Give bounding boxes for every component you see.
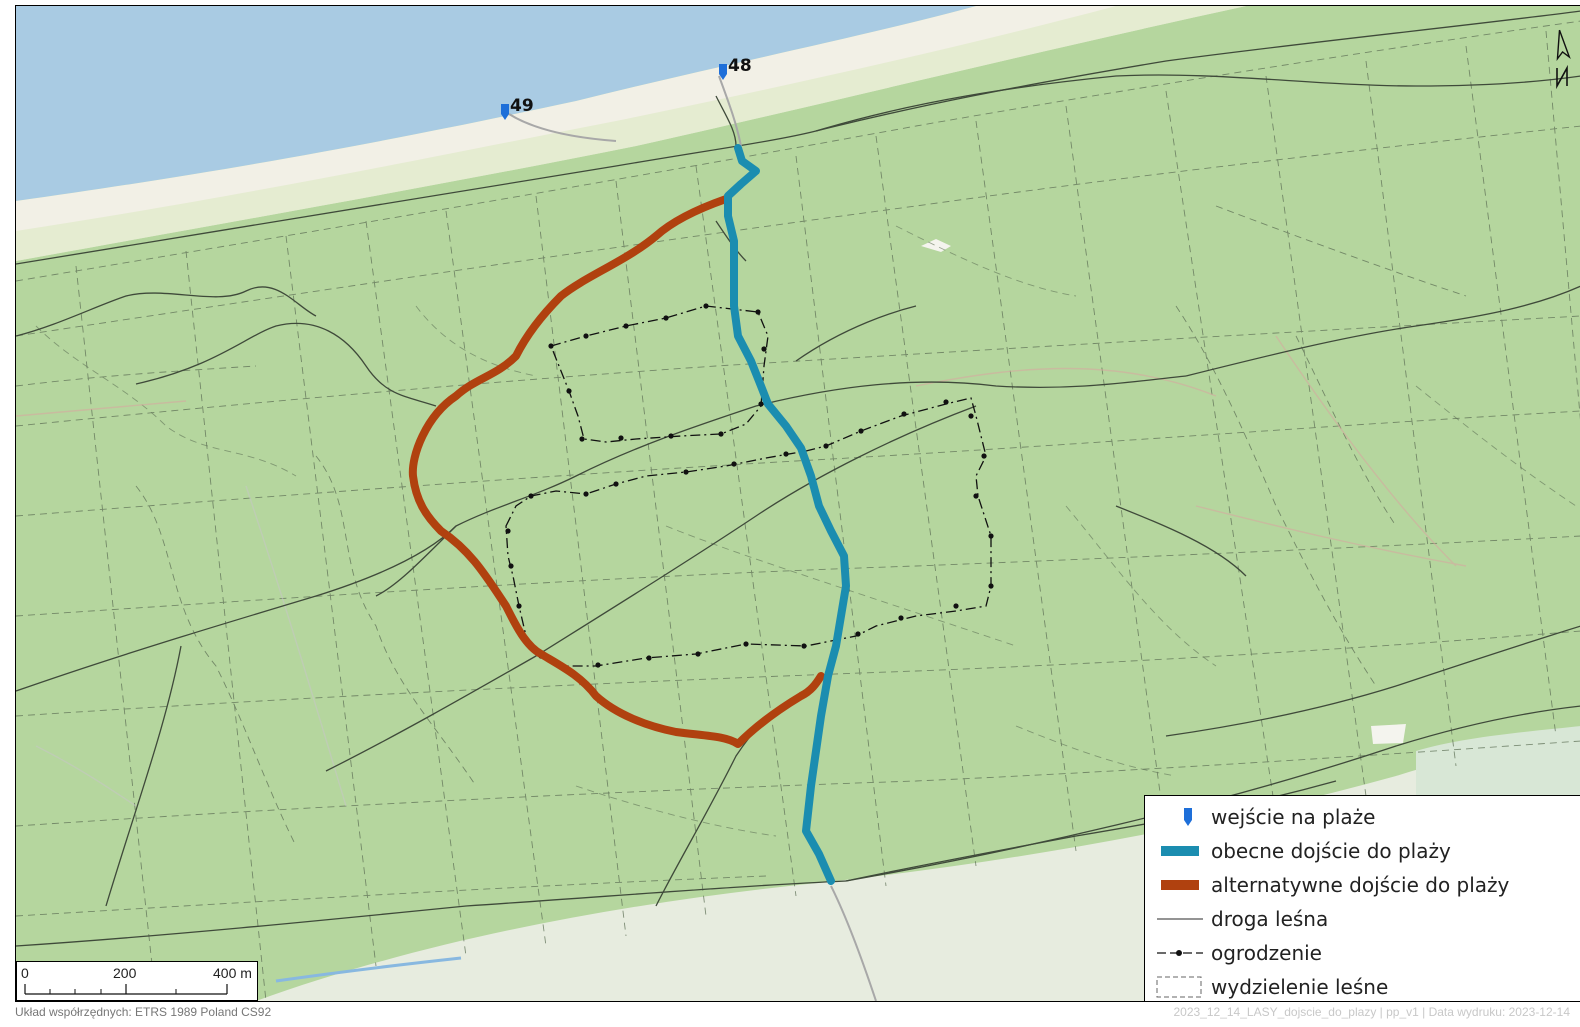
beach-entrance-marker-49[interactable]: [501, 104, 509, 120]
marker-icon: [501, 104, 509, 120]
water-canal: [275, 956, 462, 983]
scale-ruler: [24, 984, 228, 995]
sea-area: [16, 6, 976, 201]
current-beach-path: [724, 144, 850, 885]
forest-division-curves: [35, 225, 1577, 837]
legend-label: wejście na plaże: [1211, 805, 1376, 829]
scale-label-400: 400 m: [213, 965, 252, 981]
forest-division-box-icon: [1156, 976, 1202, 998]
legend-item-forest-division: wydzielenie leśne: [1155, 970, 1580, 1001]
legend-label: droga leśna: [1211, 907, 1329, 931]
marker-icon: [1184, 808, 1192, 826]
marker-icon: [719, 64, 727, 80]
alternative-path-line-icon: [1161, 880, 1199, 890]
legend-label: obecne dojście do plaży: [1211, 839, 1451, 863]
legend-item-current-path: obecne dojście do plaży: [1155, 834, 1580, 868]
legend-label: alternatywne dojście do plaży: [1211, 873, 1510, 897]
north-arrow-icon: [1556, 29, 1571, 90]
beach-entrance-label-48: 48: [728, 56, 752, 76]
map-legend: wejście na plaże obecne dojście do plaży…: [1144, 795, 1580, 1001]
legend-label: ogrodzenie: [1211, 941, 1322, 965]
coordinate-system-note: Układ współrzędnych: ETRS 1989 Poland CS…: [15, 1005, 272, 1019]
scale-label-200: 200: [113, 965, 137, 981]
beach-footpath: [508, 75, 877, 1001]
map-frame[interactable]: 48 49 wejście na plaże obecne dojście do…: [15, 5, 1580, 1002]
fence-posts: [505, 303, 994, 668]
legend-label: wydzielenie leśne: [1211, 975, 1389, 999]
legend-item-beach-entrance: wejście na plaże: [1155, 800, 1580, 834]
legend-item-alternative-path: alternatywne dojście do plaży: [1155, 868, 1580, 902]
forest-division-grid: [16, 20, 1580, 1001]
forest-road-line-icon: [1157, 918, 1203, 920]
alternative-beach-path: [408, 195, 825, 748]
fence-lines: [505, 305, 992, 667]
fence-line-icon: [1157, 950, 1203, 956]
dune-area: [16, 6, 1246, 261]
beach-entrance-marker-48[interactable]: [719, 64, 727, 80]
scale-bar: 0 200 400 m: [16, 961, 258, 1001]
beach-entrance-label-49: 49: [510, 96, 534, 116]
print-info: 2023_12_14_LASY_dojscie_do_plazy | pp_v1…: [1173, 1005, 1570, 1019]
legend-item-fence: ogrodzenie: [1155, 936, 1580, 970]
scale-label-0: 0: [21, 965, 29, 981]
forest-roads: [16, 10, 1580, 947]
legend-item-forest-road: droga leśna: [1155, 902, 1580, 936]
current-path-line-icon: [1161, 846, 1199, 856]
map-canvas[interactable]: [16, 6, 1580, 1001]
clearing: [1371, 724, 1406, 744]
clearing: [921, 239, 951, 252]
